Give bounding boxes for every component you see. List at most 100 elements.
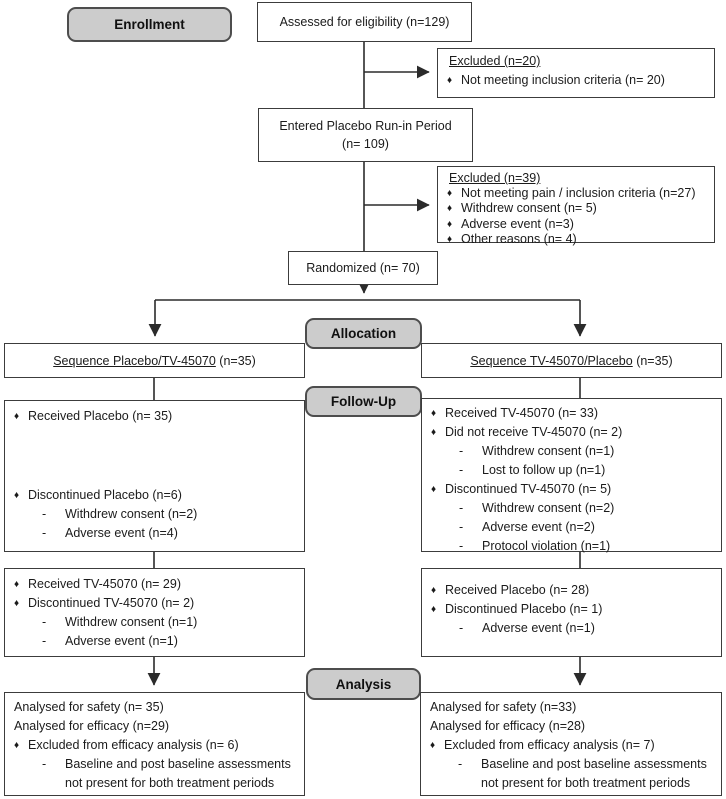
bullet-marker: ♦ xyxy=(447,188,453,199)
list-item: Analysed for efficacy (n=29) xyxy=(5,717,304,736)
bullet-marker: ♦ xyxy=(447,75,453,86)
bullet-marker: ♦ xyxy=(431,427,437,438)
dash-marker: - xyxy=(459,463,464,477)
list-item-text: Withdrew consent (n=1) xyxy=(482,444,615,458)
runin-box: Entered Placebo Run-in Period (n= 109) xyxy=(258,108,473,162)
list-item: ♦Received Placebo (n= 35) xyxy=(5,407,304,426)
bullet-marker: ♦ xyxy=(447,203,453,215)
analysis-right-box: Analysed for safety (n=33) Analysed for e… xyxy=(420,692,722,796)
dash-marker: - xyxy=(42,615,47,629)
list-item-text: Analysed for safety (n=33) xyxy=(430,700,577,714)
list-item-text: Withdrew consent (n=1) xyxy=(65,615,198,629)
list-item: ♦ Excluded from efficacy analysis (n= 6) xyxy=(5,736,304,755)
sequence-right-n: (n=35) xyxy=(632,353,673,368)
list-item-text: Analysed for efficacy (n=29) xyxy=(14,719,170,733)
excluded-screening-title: Excluded (n=20) xyxy=(449,54,541,68)
list-item: ♦ Discontinued Placebo (n= 1) xyxy=(422,600,721,619)
list-item-text: Received Placebo (n= 35) xyxy=(28,409,173,423)
sequence-left-text: Sequence Placebo/TV-45070 (n=35) xyxy=(53,354,256,368)
list-item: ♦ Not meeting inclusion criteria (n= 20) xyxy=(438,70,714,91)
excluded-runin-title: Excluded (n=39) xyxy=(449,171,541,185)
dash-marker: - xyxy=(459,444,464,458)
bullet-marker: ♦ xyxy=(431,408,437,419)
dash-marker: - xyxy=(42,507,47,521)
dash-marker: - xyxy=(459,501,464,515)
randomized-box: Randomized (n= 70) xyxy=(288,251,438,285)
bullet-marker: ♦ xyxy=(14,598,20,609)
list-item: ♦ Not meeting pain / inclusion criteria (… xyxy=(438,186,714,201)
list-item: - Withdrew consent (n=2) xyxy=(422,499,721,518)
list-item-text: Withdrew consent (n=2) xyxy=(482,501,615,515)
list-item-text: Lost to follow up (n=1) xyxy=(482,463,606,477)
runin-line1: Entered Placebo Run-in Period xyxy=(279,119,452,133)
excluded-runin-box: Excluded (n=39) ♦ Not meeting pain / incl… xyxy=(437,166,715,246)
followup-left-box-1: ♦Received Placebo (n= 35)♦Discontinued P… xyxy=(4,400,305,552)
list-item-text: Adverse event (n=3) xyxy=(461,216,574,231)
list-item: - Baseline and post baseline assessments … xyxy=(5,755,304,793)
sequence-left-n: (n=35) xyxy=(215,353,256,368)
list-item: ♦ Received TV-45070 (n= 33) xyxy=(422,404,721,423)
dash-marker: - xyxy=(459,621,464,635)
runin-text: Entered Placebo Run-in Period (n= 109) xyxy=(279,117,451,153)
list-item-text: Discontinued Placebo (n= 1) xyxy=(445,602,603,616)
bullet-marker: ♦ xyxy=(447,218,453,230)
list-item: - Adverse event (n=1) xyxy=(422,619,721,638)
list-item: -Adverse event (n=2) xyxy=(422,518,721,537)
list-item-text: Analysed for efficacy (n=28) xyxy=(430,719,586,733)
list-item-text: Did not receive TV-45070 (n= 2) xyxy=(445,425,623,439)
runin-line2: (n= 109) xyxy=(342,137,389,151)
followup-label: Follow-Up xyxy=(305,386,422,417)
bullet-marker: ♦ xyxy=(431,484,437,495)
dash-marker: - xyxy=(459,539,464,553)
dash-marker: - xyxy=(42,757,47,771)
list-item-text: Received TV-45070 (n= 33) xyxy=(445,406,598,420)
excluded-screening-list: ♦ Not meeting inclusion criteria (n= 20) xyxy=(438,70,714,91)
bullet-marker: ♦ xyxy=(431,604,437,615)
list-item: ♦Received Placebo (n= 28) xyxy=(422,581,721,600)
bullet-marker: ♦ xyxy=(14,579,20,590)
list-item: - Protocol violation (n=1) xyxy=(422,537,721,556)
bullet-marker: ♦ xyxy=(14,490,20,501)
list-item: ♦ Excluded from efficacy analysis (n= 7) xyxy=(421,736,721,755)
sequence-right-title: Sequence TV-45070/Placebo xyxy=(470,353,633,368)
list-item: ♦Received TV-45070 (n= 29) xyxy=(5,575,304,594)
sequence-right-box: Sequence TV-45070/Placebo (n=35) xyxy=(421,343,722,378)
sequence-left-box: Sequence Placebo/TV-45070 (n=35) xyxy=(4,343,305,378)
list-item: ♦Discontinued TV-45070 (n= 5) xyxy=(422,480,721,499)
followup-left-box-2: ♦Received TV-45070 (n= 29)♦Discontinued … xyxy=(4,568,305,657)
excluded-runin-list: ♦ Not meeting pain / inclusion criteria (… xyxy=(438,186,714,247)
enrollment-label: Enrollment xyxy=(67,7,232,42)
bullet-marker: ♦ xyxy=(447,233,453,245)
list-item: - Withdrew consent (n=1) xyxy=(5,613,304,632)
list-item: ♦Discontinued Placebo (n=6) xyxy=(5,486,304,505)
list-item-text: Adverse event (n=1) xyxy=(482,621,595,635)
list-item-text: Not meeting inclusion criteria (n= 20) xyxy=(461,73,665,87)
list-item: - Adverse event (n=4) xyxy=(5,524,304,543)
list-item-text: Excluded from efficacy analysis (n= 6) xyxy=(28,738,239,752)
list-item-text: Analysed for safety (n= 35) xyxy=(14,700,164,714)
list-item-text: Protocol violation (n=1) xyxy=(482,539,611,553)
list-item: ♦ Did not receive TV-45070 (n= 2) xyxy=(422,423,721,442)
list-item-text: Not meeting pain / inclusion criteria (n… xyxy=(461,186,696,200)
excluded-screening-box: Excluded (n=20) ♦ Not meeting inclusion c… xyxy=(437,48,715,98)
dash-marker: - xyxy=(42,526,47,540)
list-item-text: Excluded from efficacy analysis (n= 7) xyxy=(444,738,655,752)
list-item: ♦ Adverse event (n=3) xyxy=(438,217,714,232)
list-item-text: Discontinued TV-45070 (n= 2) xyxy=(28,596,195,610)
assessed-text: Assessed for eligibility (n=129) xyxy=(279,15,450,29)
list-item: -Baseline and post baseline assessments … xyxy=(421,755,721,793)
list-item-text: Other reasons (n= 4) xyxy=(461,231,577,246)
list-item: Analysed for safety (n= 35) xyxy=(5,698,304,717)
list-item: Analysed for efficacy (n=28) xyxy=(421,717,721,736)
bullet-marker: ♦ xyxy=(14,740,20,751)
bullet-marker: ♦ xyxy=(430,740,436,751)
list-item-text: Adverse event (n=4) xyxy=(65,526,178,540)
list-item-text: Received Placebo (n= 28) xyxy=(445,583,590,597)
list-item-text: Baseline and post baseline assessments n… xyxy=(65,757,291,790)
followup-right-box-1: ♦ Received TV-45070 (n= 33) ♦ Did not recei… xyxy=(421,398,722,553)
sequence-left-title: Sequence Placebo/TV-45070 xyxy=(53,353,216,368)
list-item-text: Adverse event (n=2) xyxy=(482,520,595,534)
analysis-label: Analysis xyxy=(306,668,421,700)
allocation-label: Allocation xyxy=(305,318,422,349)
